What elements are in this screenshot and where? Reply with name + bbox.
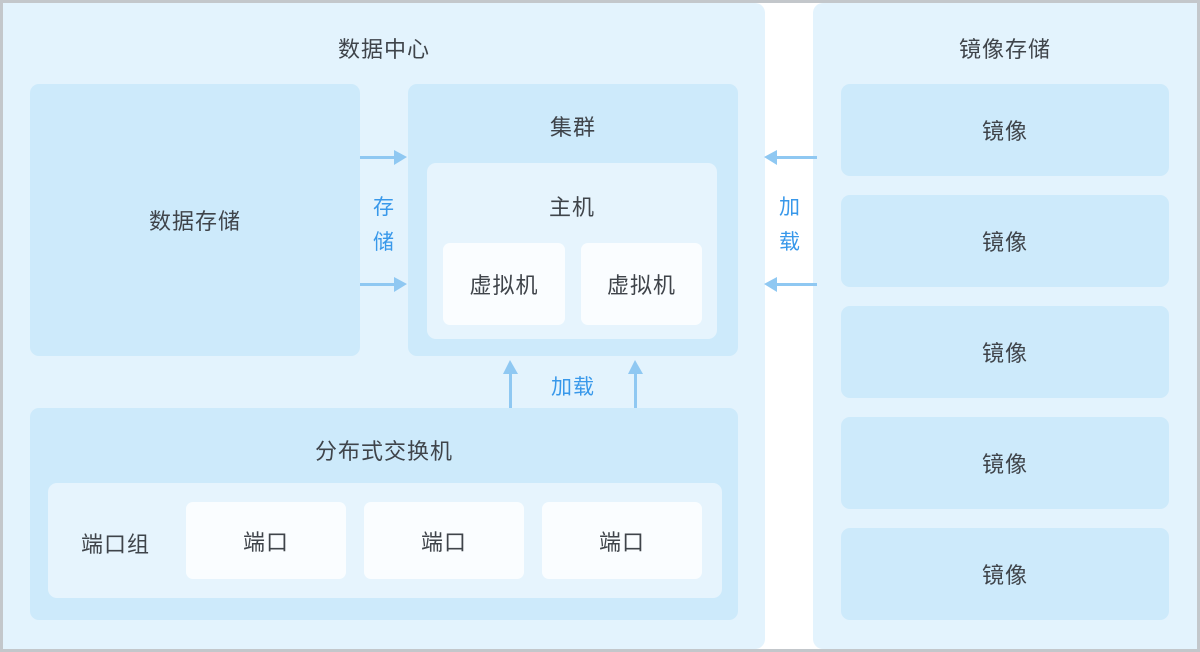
arrow-shaft (509, 372, 512, 408)
image-label: 镜像 (981, 563, 1028, 588)
arrow-up-icon (628, 360, 643, 408)
arrow-shaft (634, 372, 637, 408)
arrow-head (394, 150, 407, 165)
load-right-edge-label: 加载 (779, 196, 801, 254)
image-box: 镜像 (841, 528, 1169, 620)
image-label: 镜像 (981, 452, 1028, 477)
port-box: 端口 (542, 502, 702, 579)
port-box: 端口 (364, 502, 524, 579)
arrow-shaft (360, 283, 396, 286)
port-box: 端口 (186, 502, 346, 579)
image-label: 镜像 (981, 119, 1028, 144)
arrow-head (628, 360, 643, 374)
datacenter-title: 数据中心 (337, 37, 430, 62)
vm-label: 虚拟机 (606, 273, 676, 298)
arrow-shaft (360, 156, 396, 159)
port-label: 端口 (242, 529, 289, 555)
image-box: 镜像 (841, 195, 1169, 287)
image-label: 镜像 (981, 230, 1028, 255)
image-box: 镜像 (841, 84, 1169, 176)
image-label: 镜像 (981, 341, 1028, 366)
distributed-switch-title: 分布式交换机 (314, 439, 453, 464)
host-title: 主机 (548, 195, 595, 220)
arrow-right-icon (360, 277, 407, 292)
arrow-shaft (775, 156, 817, 159)
load-bottom-edge-label: 加载 (551, 376, 595, 399)
image-storage-title: 镜像存储 (958, 37, 1051, 62)
vm-label: 虚拟机 (469, 273, 539, 298)
arrow-left-icon (764, 150, 817, 165)
data-storage-label: 数据存储 (148, 209, 241, 234)
arrow-shaft (775, 283, 817, 286)
arrow-left-icon (764, 277, 817, 292)
store-edge-label: 存储 (373, 196, 395, 254)
data-storage-box: 数据存储 (30, 84, 360, 356)
vm-box: 虚拟机 (443, 243, 565, 325)
arrow-head (764, 150, 777, 165)
vm-box: 虚拟机 (581, 243, 702, 325)
port-label: 端口 (420, 529, 467, 555)
arrow-right-icon (360, 150, 407, 165)
port-group-label: 端口组 (80, 532, 150, 557)
arrow-up-icon (503, 360, 518, 408)
arrow-head (503, 360, 518, 374)
image-box: 镜像 (841, 306, 1169, 398)
port-label: 端口 (598, 529, 645, 555)
image-box: 镜像 (841, 417, 1169, 509)
arrow-head (764, 277, 777, 292)
arrow-head (394, 277, 407, 292)
cluster-title: 集群 (549, 115, 596, 140)
